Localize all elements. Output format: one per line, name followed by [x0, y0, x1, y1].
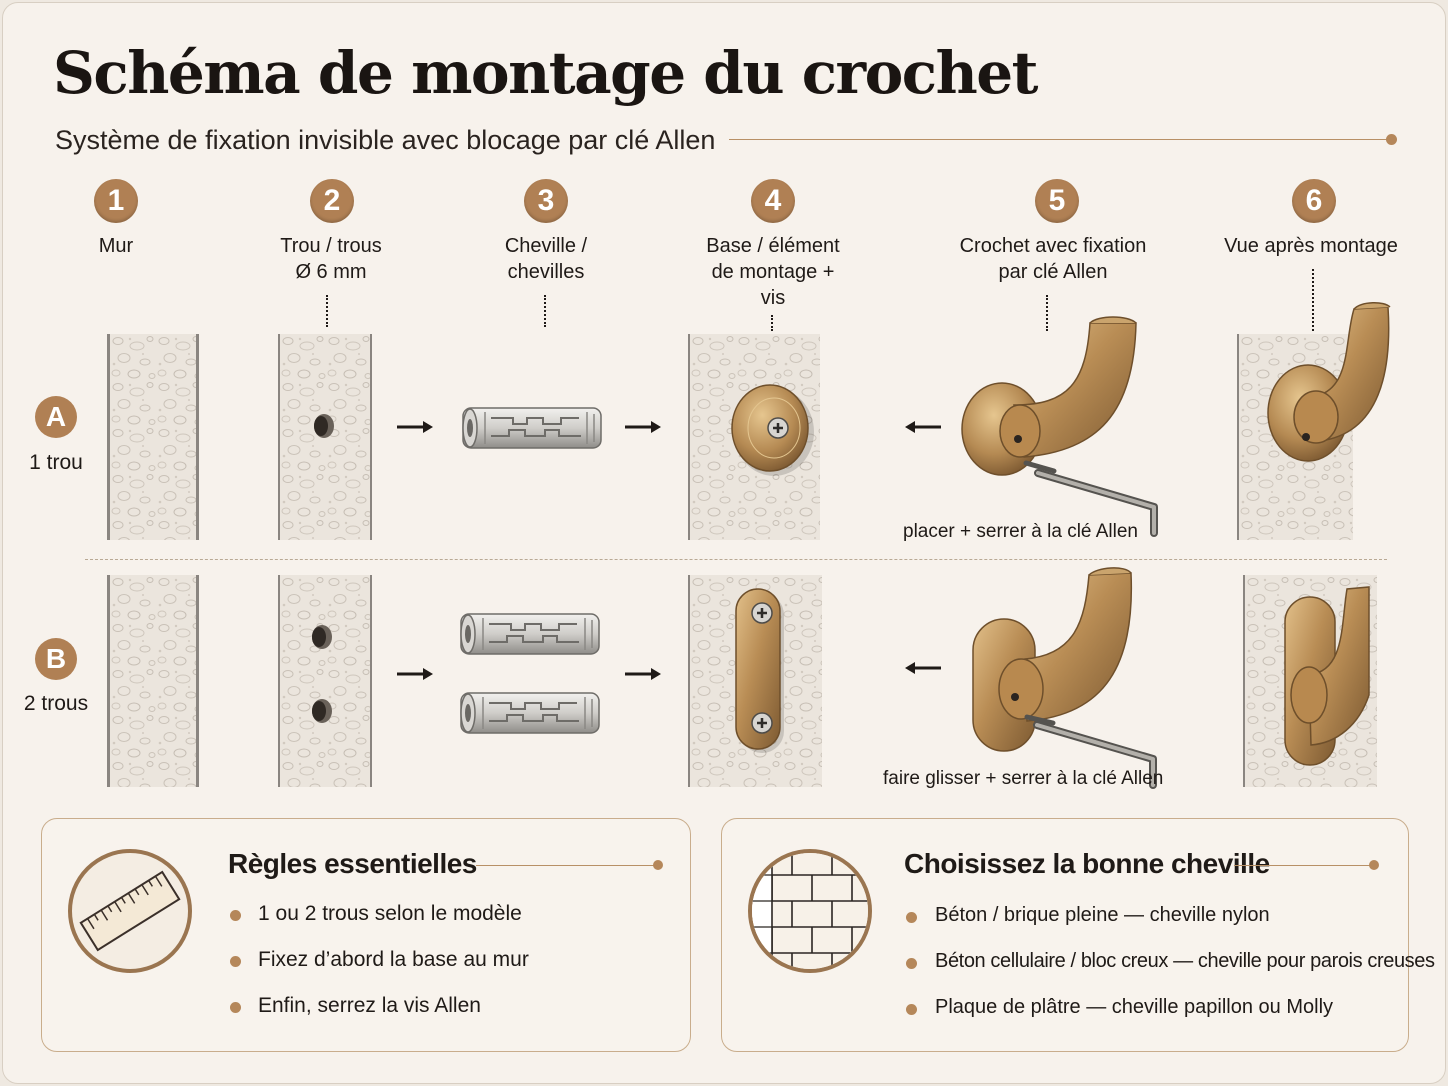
- rules-title: Règles essentielles: [228, 848, 477, 879]
- bullet-dot: [906, 1004, 917, 1015]
- step-4-label: Base / élément de montage + vis: [706, 235, 840, 309]
- rule-item: Fixez d’abord la base au mur: [258, 948, 529, 971]
- arrow-left-icon: [905, 662, 941, 674]
- step-4-badge: 4: [751, 179, 795, 223]
- wall-with-hole: [278, 334, 372, 540]
- bullet-dot: [230, 1002, 241, 1013]
- row-a-caption: placer + serrer à la clé Allen: [903, 521, 1138, 542]
- arrow-right-icon: [397, 421, 433, 433]
- page-title: Schéma de montage du crochet: [53, 39, 1038, 107]
- step-5-label: Crochet avec fixation par clé Allen: [959, 235, 1147, 283]
- step-6-label: Vue après montage: [1224, 235, 1398, 257]
- step-5-leader: [1046, 295, 1048, 331]
- rules-box: Règles essentielles 1 ou 2 trous selon l…: [41, 818, 691, 1052]
- anchor-item: Plaque de plâtre — cheville papillon ou …: [935, 996, 1334, 1018]
- step-3-label: Cheville / chevilles: [504, 235, 588, 283]
- mounted-hook-a: [1267, 302, 1391, 462]
- rules-title-rule: [476, 865, 656, 866]
- row-a-badge: A: [35, 396, 77, 438]
- step-3-badge: 3: [524, 179, 568, 223]
- wall-panel: [107, 575, 199, 787]
- wall-with-oval-plate: [688, 575, 822, 787]
- row-b-caption: faire glisser + serrer à la clé Allen: [883, 768, 1164, 789]
- rule-item: 1 ou 2 trous selon le modèle: [258, 902, 522, 925]
- bullet-dot: [906, 912, 917, 923]
- row-a-label: 1 trou: [29, 451, 83, 474]
- anchor-item: Béton / brique pleine — cheville nylon: [935, 904, 1270, 926]
- subtitle-rule-dot: [1386, 134, 1397, 145]
- bullet-dot: [230, 910, 241, 921]
- step-6-leader: [1312, 269, 1314, 331]
- anchor-item: Béton cellulaire / bloc creux — cheville…: [935, 950, 1435, 972]
- bullet-dot: [906, 958, 917, 969]
- brick-wall-icon: [748, 849, 872, 973]
- wall-with-two-holes: [278, 575, 372, 787]
- anchor-title: Choisissez la bonne cheville: [904, 848, 1270, 879]
- wall-plug: [460, 613, 600, 655]
- wall-plug: [460, 692, 600, 734]
- row-divider: [85, 559, 1387, 560]
- wall-panel: [107, 334, 199, 540]
- bullet-dot: [230, 956, 241, 967]
- step-5-badge: 5: [1035, 179, 1079, 223]
- anchor-title-rule: [1234, 865, 1372, 866]
- hook-with-allen-key: [961, 316, 1158, 545]
- arrow-right-icon: [397, 668, 433, 680]
- rules-title-dot: [653, 860, 663, 870]
- wall-final-view-b: [1243, 575, 1377, 787]
- wall-plug: [462, 407, 602, 449]
- step-2-badge: 2: [310, 179, 354, 223]
- step-6-badge: 6: [1292, 179, 1336, 223]
- hook-with-allen-key: [972, 567, 1161, 793]
- row-b-label: 2 trous: [23, 692, 89, 715]
- subtitle-rule: [729, 139, 1391, 140]
- rule-item: Enfin, serrez la vis Allen: [258, 994, 481, 1017]
- wall-with-round-base: [688, 334, 820, 540]
- step-1-badge: 1: [94, 179, 138, 223]
- arrow-left-icon: [905, 421, 941, 433]
- anchor-title-dot: [1369, 860, 1379, 870]
- step-3-leader: [544, 295, 546, 327]
- anchor-choice-box: Choisissez la bonne cheville Béton / bri…: [721, 818, 1435, 1052]
- step-2-leader: [326, 295, 328, 327]
- step-2-label: Trou / trous Ø 6 mm: [280, 235, 382, 283]
- arrow-right-icon: [625, 421, 661, 433]
- page-subtitle: Système de fixation invisible avec bloca…: [55, 125, 716, 155]
- step-4-leader: [771, 315, 773, 331]
- arrow-right-icon: [625, 668, 661, 680]
- ruler-icon: [68, 849, 192, 973]
- step-1-label: Mur: [98, 235, 134, 257]
- row-b-badge: B: [35, 638, 77, 680]
